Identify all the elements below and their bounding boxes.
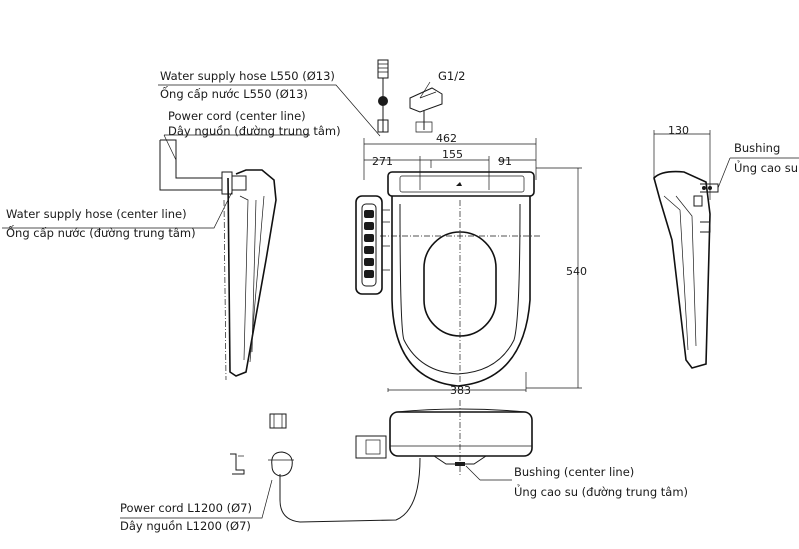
water-supply-hose-label-en: Water supply hose L550 (Ø13) <box>160 69 335 83</box>
dim-depth: 540 <box>566 265 587 278</box>
dim-seat-width: 383 <box>450 384 471 397</box>
leader-lines <box>2 81 799 519</box>
bushing-center-label-vi: Ủng cao su (đường trung tâm) <box>514 483 688 499</box>
top-view <box>355 138 582 392</box>
water-supply-hose-detail <box>377 59 389 133</box>
water-supply-hose-label-vi: Ống cấp nước L550 (Ø13) <box>160 85 308 101</box>
water-supply-center-label-en: Water supply hose (center line) <box>6 207 187 221</box>
dim-side-depth: 130 <box>668 124 689 137</box>
power-cord-route <box>230 413 421 523</box>
front-view <box>355 400 533 476</box>
bushing-label-vi: Ủng cao su <box>734 159 798 175</box>
thread-label: G1/2 <box>438 69 465 83</box>
dim-center-span: 155 <box>442 148 463 161</box>
power-cord-center-label-en: Power cord (center line) <box>168 109 306 123</box>
bushing-label-en: Bushing <box>734 141 780 155</box>
dim-total-width: 462 <box>436 132 457 145</box>
water-supply-center-label-vi: Ống cấp nước (đường trung tâm) <box>6 224 196 240</box>
dim-right-offset: 91 <box>498 155 512 168</box>
g12-fitting <box>409 87 443 133</box>
power-cord-center-label-vi: Dây nguồn (đường trung tâm) <box>168 124 341 138</box>
power-cord-label-vi: Dây nguồn L1200 (Ø7) <box>120 519 251 533</box>
left-side-view <box>159 139 277 381</box>
bushing-center-label-en: Bushing (center line) <box>514 465 634 479</box>
dim-left-offset: 271 <box>372 155 393 168</box>
right-side-view <box>653 130 719 369</box>
power-cord-label-en: Power cord L1200 (Ø7) <box>120 501 252 515</box>
